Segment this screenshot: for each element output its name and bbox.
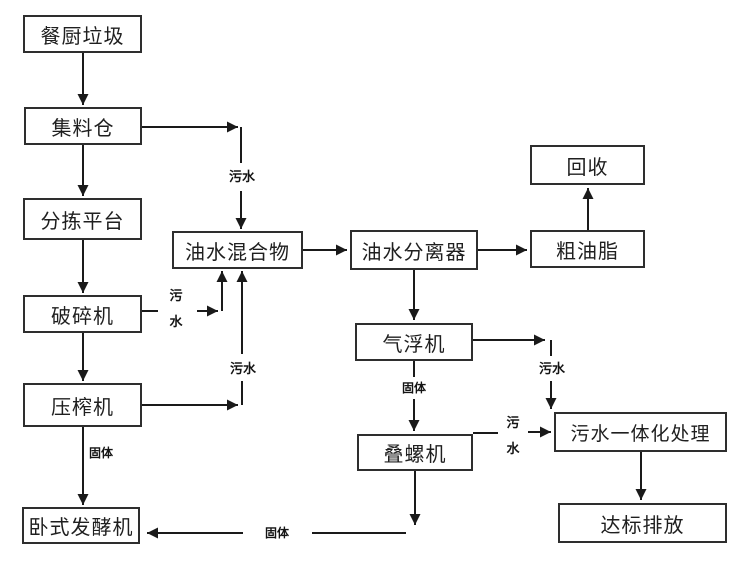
node-oil-water-separator: 油水分离器 <box>350 230 478 270</box>
label-sewage-from-collection-bin: 污水 <box>226 169 258 184</box>
label-solid-from-air-flotation: 固体 <box>399 381 429 396</box>
label-solid-from-screw-machine: 固体 <box>262 526 292 541</box>
node-stacked-screw-machine: 叠螺机 <box>357 434 473 471</box>
node-press: 压榨机 <box>23 383 142 427</box>
label-sewage-from-screw-machine: 污水 <box>506 415 520 456</box>
node-standard-discharge: 达标排放 <box>558 503 727 543</box>
node-food-waste: 餐厨垃圾 <box>23 15 142 53</box>
node-collection-bin: 集料仓 <box>24 107 142 145</box>
node-air-flotation-machine: 气浮机 <box>355 323 473 361</box>
node-recycling: 回收 <box>530 145 645 185</box>
node-crude-grease: 粗油脂 <box>530 230 645 268</box>
node-integrated-sewage-treatment: 污水一体化处理 <box>554 412 727 452</box>
label-sewage-from-press: 污水 <box>227 361 259 376</box>
node-crusher: 破碎机 <box>23 295 142 333</box>
label-solid-from-press: 固体 <box>89 446 114 460</box>
label-sewage-from-crusher: 污水 <box>169 288 183 329</box>
label-sewage-from-air-flotation: 污水 <box>536 361 568 376</box>
node-horizontal-fermenter: 卧式发酵机 <box>22 507 140 544</box>
node-oil-water-mixture: 油水混合物 <box>172 231 303 269</box>
node-sorting-platform: 分拣平台 <box>23 198 142 240</box>
